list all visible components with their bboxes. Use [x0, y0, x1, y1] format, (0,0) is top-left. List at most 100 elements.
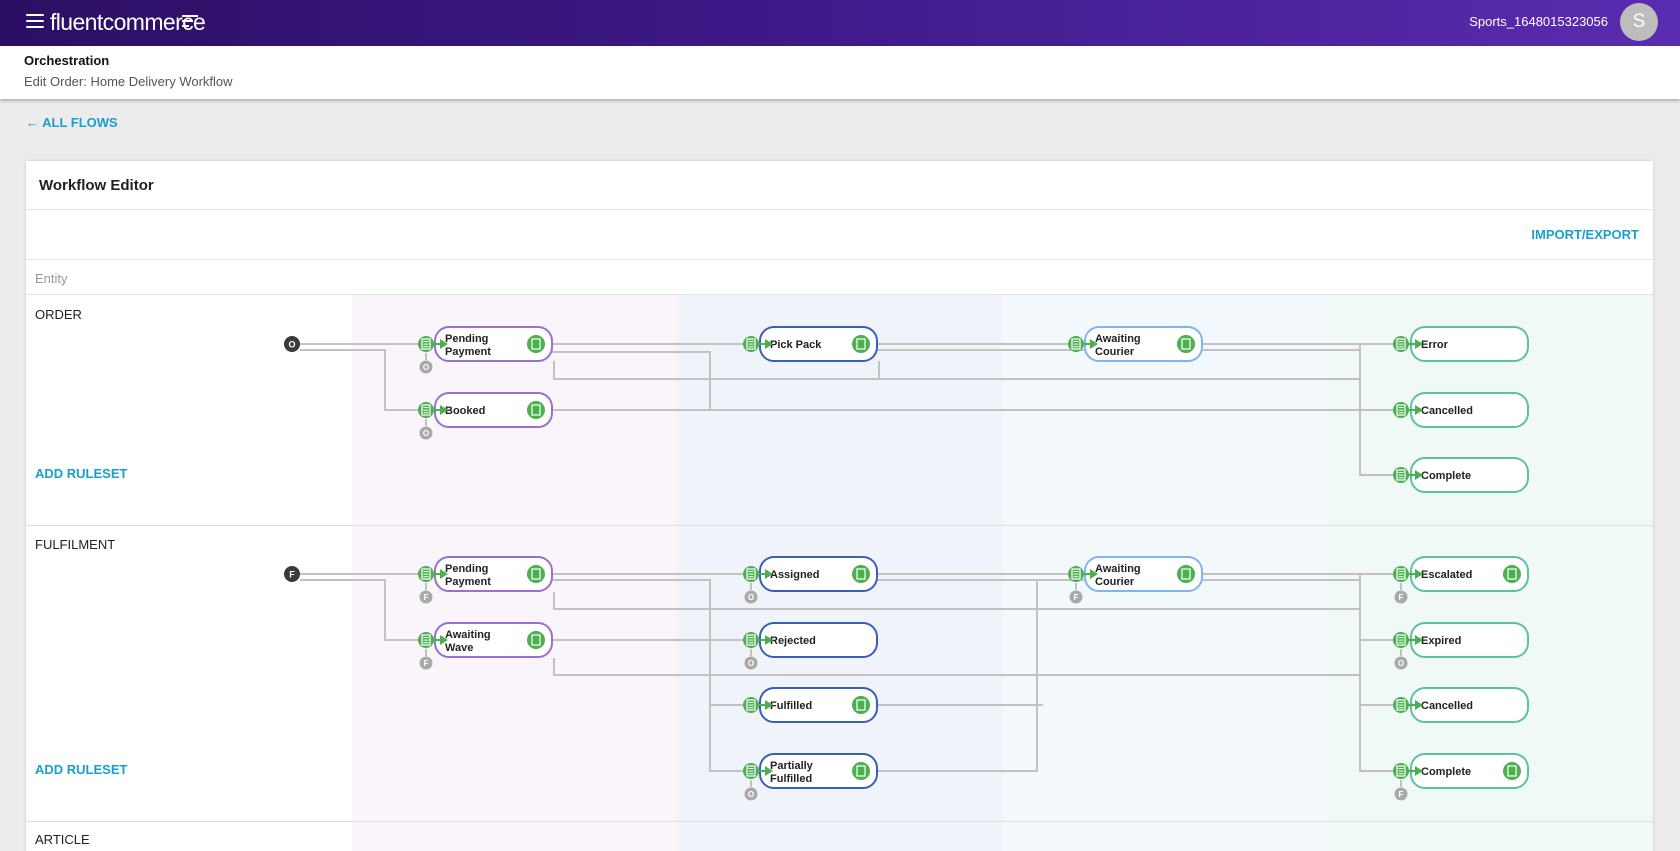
- ruleset-icon[interactable]: [743, 566, 773, 582]
- edge: [552, 351, 711, 410]
- ruleset-icon[interactable]: [1393, 402, 1423, 418]
- node-ruleset-icon: [527, 401, 545, 419]
- node-ruleset-doc: [531, 634, 541, 646]
- start-marker-circle: [284, 336, 300, 352]
- node-label: Pick Pack: [770, 339, 822, 351]
- phase-fulfilment: FULFILMENT: [677, 261, 1001, 294]
- brand-mark-icon: [182, 15, 198, 29]
- arrow-head-icon: [1415, 635, 1423, 645]
- node-ruleset-icon: [852, 335, 870, 353]
- marker-letter: F: [1074, 593, 1079, 602]
- phase-booking: BOOKING: [352, 261, 676, 294]
- brand-logo[interactable]: fluentcommerce: [50, 9, 206, 35]
- node-ruleset-doc: [856, 568, 866, 580]
- ruleset-icon[interactable]: [1393, 697, 1423, 713]
- marker-letter: O: [423, 363, 429, 372]
- ruleset-icon[interactable]: [418, 336, 448, 352]
- status-node[interactable]: Assigned: [759, 556, 878, 592]
- ruleset-icon[interactable]: [743, 336, 773, 352]
- account-name[interactable]: Sports_1648015323056: [1469, 14, 1608, 29]
- node-label: Error: [1421, 339, 1449, 351]
- node-ruleset-icon: [852, 762, 870, 780]
- ruleset-icon[interactable]: [1393, 336, 1423, 352]
- ruleset-icon[interactable]: [418, 402, 448, 418]
- avatar[interactable]: S: [1620, 3, 1658, 41]
- marker-circle: [419, 590, 433, 604]
- marker-circle: [419, 360, 433, 374]
- page-title: Orchestration: [24, 53, 110, 68]
- page-header: Orchestration Edit Order: Home Delivery …: [0, 46, 1680, 99]
- status-node[interactable]: Pick Pack: [759, 326, 878, 362]
- ruleset-icon[interactable]: [743, 632, 773, 648]
- marker-circle: [744, 787, 758, 801]
- ruleset-doc: [421, 568, 431, 580]
- marker-letter: F: [1399, 790, 1404, 799]
- ruleset-doc: [1396, 469, 1406, 481]
- status-node[interactable]: Escalated: [1410, 556, 1529, 592]
- add-ruleset-order-button[interactable]: ADD RULESET: [35, 466, 128, 481]
- entity-header: Entity: [35, 271, 68, 286]
- status-node[interactable]: Complete: [1410, 753, 1529, 789]
- ruleset-doc: [1396, 568, 1406, 580]
- node-ruleset-doc: [856, 699, 866, 711]
- edge: [553, 592, 1360, 610]
- node-label: Awaiting: [445, 629, 491, 641]
- arrow-head-icon: [1415, 766, 1423, 776]
- ruleset-icon[interactable]: [1068, 566, 1098, 582]
- ruleset-icon[interactable]: [743, 697, 773, 713]
- status-node[interactable]: Expired: [1410, 622, 1529, 658]
- ruleset-icon[interactable]: [1393, 467, 1423, 483]
- arrow-head-icon: [1090, 569, 1098, 579]
- ruleset-icon[interactable]: [418, 632, 448, 648]
- phase-header-row: Entity BOOKING FULFILMENT DELIVERY DONE: [26, 259, 1653, 295]
- node-label: Courier: [1095, 346, 1135, 358]
- menu-icon[interactable]: [26, 14, 44, 28]
- status-node[interactable]: Complete: [1410, 457, 1529, 493]
- ruleset-doc: [746, 634, 756, 646]
- ruleset-icon[interactable]: [1393, 566, 1423, 582]
- sub-entity-marker: O: [744, 583, 758, 604]
- row-divider: [26, 821, 1653, 822]
- node-label: Complete: [1421, 470, 1471, 482]
- import-export-button[interactable]: IMPORT/EXPORT: [1531, 227, 1639, 242]
- ruleset-icon[interactable]: [1393, 632, 1423, 648]
- top-app-bar: fluentcommerce Sports_1648015323056 S: [0, 0, 1680, 46]
- ruleset-doc: [1071, 338, 1081, 350]
- status-node[interactable]: Booked: [434, 392, 553, 428]
- ruleset-doc: [421, 404, 431, 416]
- add-ruleset-fulfilment-button[interactable]: ADD RULESET: [35, 762, 128, 777]
- marker-circle: [744, 590, 758, 604]
- ruleset-doc: [421, 338, 431, 350]
- node-ruleset-doc: [856, 338, 866, 350]
- status-node[interactable]: Error: [1410, 326, 1529, 362]
- ruleset-icon[interactable]: [743, 763, 773, 779]
- node-ruleset-icon: [852, 696, 870, 714]
- edge: [1359, 344, 1401, 476]
- node-ruleset-doc: [531, 338, 541, 350]
- ruleset-doc: [746, 699, 756, 711]
- status-node[interactable]: Rejected: [759, 622, 878, 658]
- all-flows-link[interactable]: ← ALL FLOWS: [26, 115, 118, 130]
- ruleset-doc: [1396, 765, 1406, 777]
- node-label: Complete: [1421, 766, 1471, 778]
- ruleset-icon[interactable]: [1393, 763, 1423, 779]
- edge: [877, 580, 1038, 772]
- ruleset-icon[interactable]: [1068, 336, 1098, 352]
- status-node[interactable]: Cancelled: [1410, 687, 1529, 723]
- marker-letter: O: [748, 790, 754, 799]
- sub-entity-marker: O: [1394, 649, 1408, 670]
- ruleset-icon[interactable]: [418, 566, 448, 582]
- sub-entity-marker: F: [419, 649, 433, 670]
- status-node[interactable]: Cancelled: [1410, 392, 1529, 428]
- arrow-head-icon: [765, 766, 773, 776]
- marker-letter: F: [1399, 593, 1404, 602]
- status-node[interactable]: Fulfilled: [759, 687, 878, 723]
- ruleset-doc: [746, 338, 756, 350]
